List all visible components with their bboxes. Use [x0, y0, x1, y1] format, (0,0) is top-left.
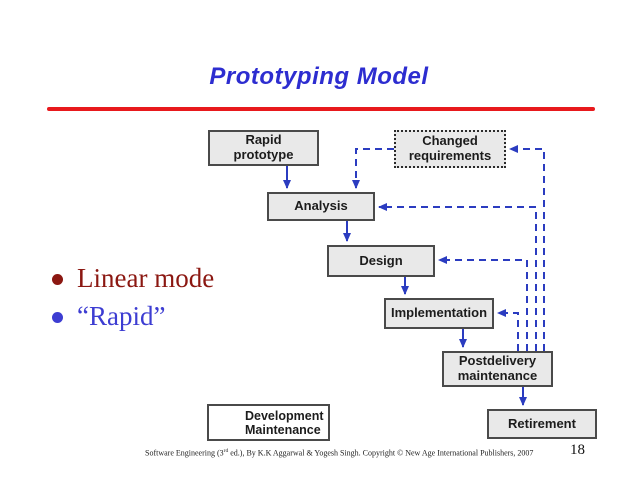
- footer-credit: Software Engineering (3rd ed.), By K.K A…: [145, 448, 545, 458]
- node-postdelivery-maintenance: Postdelivery maintenance: [442, 351, 553, 387]
- node-design: Design: [327, 245, 435, 277]
- arrow-postdelivery-to-changed: [509, 145, 545, 351]
- bullet-item-rapid: “Rapid”: [52, 301, 166, 332]
- bullet-text: Linear mode: [77, 263, 215, 293]
- bullet-dot: [52, 312, 63, 323]
- footer-text-sup: rd: [223, 448, 229, 454]
- legend-maintenance-label: Maintenance: [245, 423, 321, 437]
- node-changed-requirements: Changed requirements: [394, 130, 506, 168]
- node-rapid-prototype: Rapid prototype: [208, 130, 319, 166]
- title-underline: [47, 107, 595, 111]
- footer-text-pre: Software Engineering (3: [145, 448, 224, 458]
- bullet-item-linear-mode: Linear mode: [52, 263, 215, 294]
- footer-text-post: ed.), By K.K Aggarwal & Yogesh Singh. Co…: [228, 448, 534, 458]
- bullet-dot: [52, 274, 63, 285]
- node-implementation: Implementation: [384, 298, 494, 329]
- bullet-text: “Rapid”: [77, 301, 166, 331]
- arrow-postdelivery-to-analysis: [378, 203, 537, 351]
- arrow-changed-to-analysis: [352, 148, 394, 189]
- page-number: 18: [570, 442, 585, 458]
- node-analysis: Analysis: [267, 192, 375, 221]
- legend-box: [207, 404, 330, 441]
- legend-development-label: Development: [245, 409, 324, 423]
- arrow-postdelivery-to-implementation: [497, 309, 519, 351]
- page-title: Prototyping Model: [209, 63, 429, 90]
- node-retirement: Retirement: [487, 409, 597, 439]
